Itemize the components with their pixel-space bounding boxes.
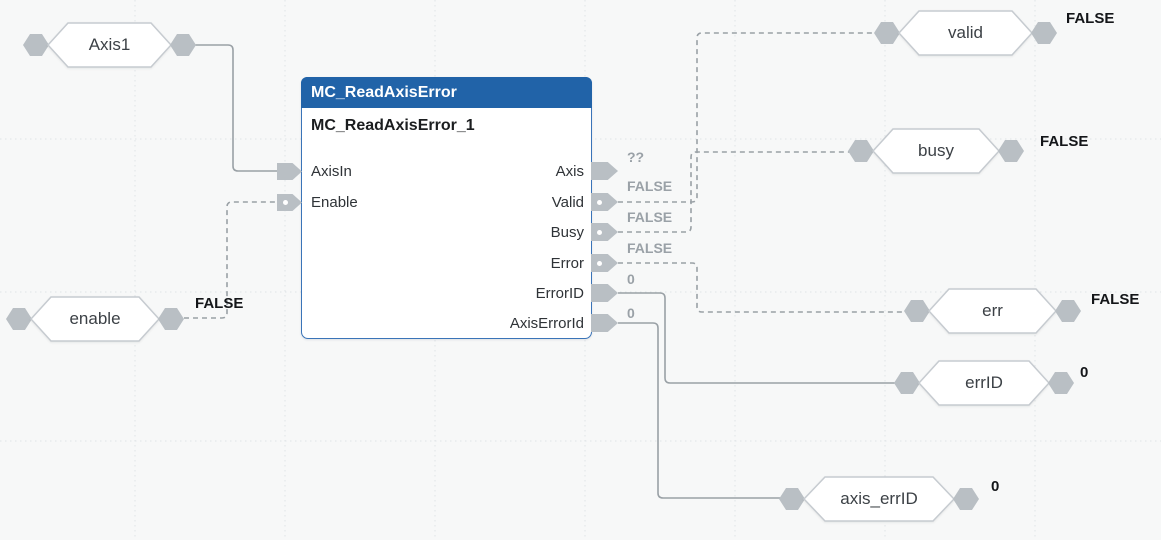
function-block[interactable]: MC_ReadAxisError MC_ReadAxisError_1 Axis…	[301, 77, 592, 339]
tag-value-enable: FALSE	[195, 295, 244, 312]
tag-label: errID	[965, 373, 1003, 392]
tag-label: err	[982, 301, 1003, 320]
tag-label: Axis1	[88, 35, 131, 54]
tag-left-connector-icon[interactable]	[23, 34, 49, 56]
tag-label: valid	[948, 23, 983, 42]
wire-busy-to-busy-tag[interactable]	[618, 151, 850, 233]
variable-tag-busy[interactable]: busy	[848, 128, 1024, 174]
block-instance-name: MC_ReadAxisError_1	[311, 117, 475, 134]
pin-value-axis: ??	[627, 149, 645, 165]
tag-left-connector-icon[interactable]	[904, 300, 930, 322]
tag-left-connector-icon[interactable]	[894, 372, 920, 394]
output-pin-errorid[interactable]	[591, 284, 618, 302]
wire-errorid-to-errid[interactable]	[618, 292, 896, 384]
pin-value-busy: FALSE	[627, 209, 673, 225]
variable-tag-axis-errid[interactable]: axis_errID	[779, 476, 979, 522]
tag-left-connector-icon[interactable]	[848, 140, 874, 162]
output-pin-busy[interactable]	[591, 223, 618, 241]
output-label-busy: Busy	[550, 224, 584, 241]
variable-tag-valid[interactable]: valid	[874, 10, 1057, 56]
output-label-error: Error	[550, 255, 584, 272]
tag-right-connector-icon[interactable]	[953, 488, 979, 510]
variable-tag-axis1[interactable]: Axis1	[23, 22, 196, 68]
input-pin-enable[interactable]	[277, 194, 302, 211]
variable-tag-err[interactable]: err	[904, 288, 1081, 334]
tag-value-busy: FALSE	[1040, 133, 1089, 150]
block-type-name: MC_ReadAxisError	[311, 84, 457, 101]
tag-left-connector-icon[interactable]	[6, 308, 32, 330]
tag-right-connector-icon[interactable]	[170, 34, 196, 56]
output-pin-error[interactable]	[591, 254, 618, 272]
tag-label: busy	[918, 141, 954, 160]
tag-left-connector-icon[interactable]	[779, 488, 805, 510]
output-pin-axiserrorid[interactable]	[591, 314, 618, 332]
tag-value-errid: 0	[1080, 364, 1089, 381]
wire-valid-to-valid-tag[interactable]	[618, 32, 876, 203]
pin-value-axiserrorid: 0	[627, 305, 635, 321]
tag-label: axis_errID	[840, 489, 918, 508]
tag-right-connector-icon[interactable]	[1031, 22, 1057, 44]
wire-error-to-err-tag[interactable]	[618, 262, 906, 313]
output-pin-valid[interactable]	[591, 193, 618, 211]
tag-value-axis-errid: 0	[991, 478, 1000, 495]
tag-label: enable	[69, 309, 121, 328]
tag-right-connector-icon[interactable]	[1055, 300, 1081, 322]
pin-value-errorid: 0	[627, 271, 635, 287]
tag-value-valid: FALSE	[1066, 10, 1115, 27]
tag-right-connector-icon[interactable]	[1048, 372, 1074, 394]
wire-enable-to-enable-pin[interactable]	[184, 201, 277, 319]
output-label-valid: Valid	[551, 194, 584, 211]
pin-value-error: FALSE	[627, 240, 673, 256]
wire-axiserrorid-to-axis-errid[interactable]	[618, 322, 781, 499]
tag-value-err: FALSE	[1091, 291, 1140, 308]
output-pin-axis[interactable]	[591, 162, 618, 180]
pin-value-valid: FALSE	[627, 178, 673, 194]
input-pin-axisin[interactable]	[277, 163, 302, 180]
tag-left-connector-icon[interactable]	[874, 22, 900, 44]
input-label-axisin: AxisIn	[311, 163, 352, 180]
output-label-errorid: ErrorID	[535, 285, 584, 302]
tag-right-connector-icon[interactable]	[998, 140, 1024, 162]
block-type-header: MC_ReadAxisError	[301, 77, 592, 108]
output-label-axis: Axis	[555, 163, 584, 180]
output-label-axiserrorid: AxisErrorId	[509, 315, 584, 332]
input-label-enable: Enable	[311, 194, 358, 211]
tag-right-connector-icon[interactable]	[158, 308, 184, 330]
variable-tag-errid[interactable]: errID	[894, 360, 1074, 406]
variable-tag-enable[interactable]: enable	[6, 296, 184, 342]
wire-axis1-to-axisin[interactable]	[194, 44, 277, 172]
